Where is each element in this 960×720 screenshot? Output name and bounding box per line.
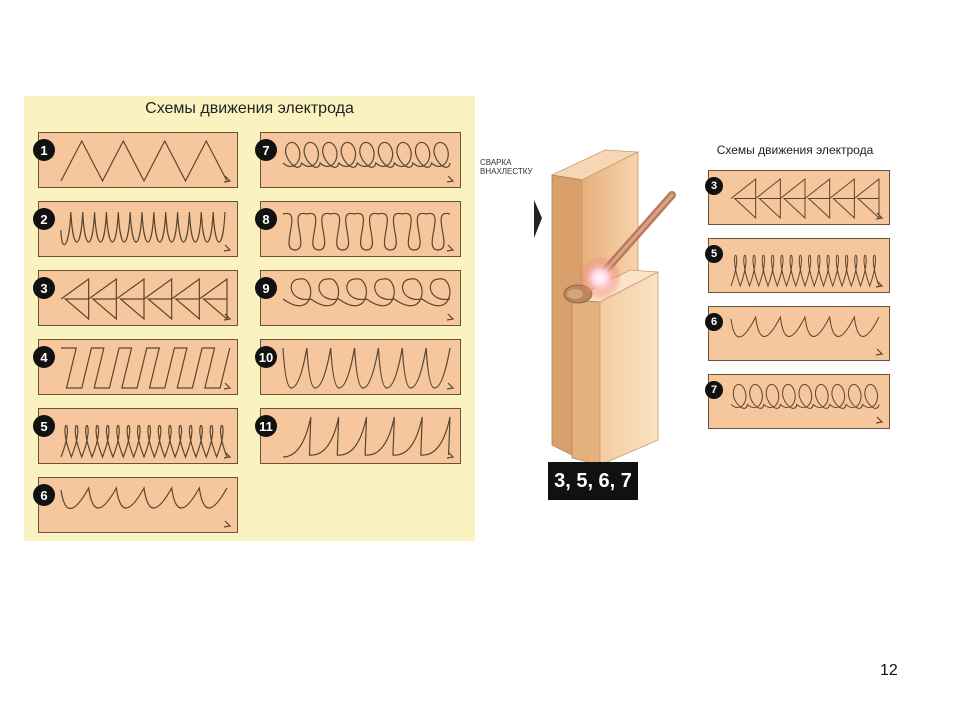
direction-arrow-icon xyxy=(446,244,455,252)
pattern-number-badge: 7 xyxy=(255,139,277,161)
electrode-trace xyxy=(730,384,880,409)
page-number: 12 xyxy=(880,662,898,679)
left-pattern-10: 10 xyxy=(255,339,461,395)
electrode-trace xyxy=(282,416,451,458)
overlap-label-line-2: ВНАХЛЕСТКУ xyxy=(480,167,533,176)
overlap-weld-illustration xyxy=(534,149,676,466)
electrode-trace xyxy=(282,212,451,251)
left-pattern-11: 11 xyxy=(255,408,461,464)
direction-arrow-icon xyxy=(223,313,232,321)
right-pattern-5: 5 xyxy=(705,238,890,293)
direction-arrow-icon xyxy=(446,451,455,459)
electrode-path-small-loops xyxy=(282,141,455,183)
right-pattern-6: 6 xyxy=(705,306,890,361)
electrode-trace xyxy=(60,277,228,321)
electrode-trace xyxy=(60,425,228,459)
direction-arrow-icon xyxy=(875,212,884,220)
recommended-patterns-caption: 3, 5, 6, 7 xyxy=(548,462,638,500)
pattern-number-badge: 6 xyxy=(705,313,723,331)
electrode-trace xyxy=(61,347,231,389)
right-pattern-7: 7 xyxy=(705,374,890,429)
pattern-number-badge: 5 xyxy=(33,415,55,437)
pattern-number-badge: 2 xyxy=(33,208,55,230)
right-panel-title: Схемы движения электрода xyxy=(716,143,874,157)
pattern-number-badge: 7 xyxy=(705,381,723,399)
electrode-path-triangles xyxy=(730,177,884,220)
left-pattern-6: 6 xyxy=(33,477,238,533)
direction-arrow-icon xyxy=(223,382,232,390)
pattern-number-badge: 5 xyxy=(705,245,723,263)
direction-arrow-icon xyxy=(875,280,884,288)
direction-arrow-icon xyxy=(223,520,232,528)
electrode-trace xyxy=(282,278,451,307)
direction-arrow-icon xyxy=(223,451,232,459)
pattern-number-badge: 6 xyxy=(33,484,55,506)
electrode-path-zigzag xyxy=(60,139,232,183)
left-pattern-4: 4 xyxy=(33,339,238,395)
electrode-path-dense-loops xyxy=(60,425,232,459)
electrode-trace xyxy=(60,211,226,246)
overlap-weld-label: СВАРКА ВНАХЛЕСТКУ xyxy=(480,158,550,176)
left-diagram-panel: Схемы движения электрода 1 2 3 4 5 6 7 8 9 10 11 xyxy=(24,96,475,541)
welding-arc-glow xyxy=(578,256,622,300)
left-pattern-7: 7 xyxy=(255,132,461,188)
direction-arrow-icon xyxy=(875,416,884,424)
electrode-path-figure-eight xyxy=(282,212,455,252)
pointer-arrow-icon xyxy=(534,200,542,238)
electrode-trace xyxy=(282,141,451,168)
right-diagram-panel: Схемы движения электрода 3 5 6 7 xyxy=(700,140,890,500)
electrode-trace xyxy=(60,486,228,509)
direction-arrow-icon xyxy=(446,175,455,183)
direction-arrow-icon xyxy=(446,382,455,390)
left-pattern-9: 9 xyxy=(255,270,461,326)
electrode-path-small-loops xyxy=(730,384,884,424)
left-pattern-8: 8 xyxy=(255,201,461,257)
pattern-number-badge: 4 xyxy=(33,346,55,368)
direction-arrow-icon xyxy=(446,313,455,321)
electrode-path-sawtooth xyxy=(282,347,455,390)
pattern-number-badge: 9 xyxy=(255,277,277,299)
left-pattern-5: 5 xyxy=(33,408,238,464)
right-pattern-3: 3 xyxy=(705,170,890,225)
electrode-trace xyxy=(730,255,880,288)
pattern-number-badge: 3 xyxy=(705,177,723,195)
left-panel-title: Схемы движения электрода xyxy=(145,100,354,117)
pattern-number-badge: 3 xyxy=(33,277,55,299)
electrode-path-dense-loops xyxy=(730,255,884,288)
direction-arrow-icon xyxy=(875,348,884,356)
electrode-path-tight-wave xyxy=(60,211,232,252)
left-pattern-3: 3 xyxy=(33,270,238,326)
overlap-label-line-1: СВАРКА xyxy=(480,158,512,167)
electrode-trace xyxy=(730,177,880,220)
electrode-path-crescent xyxy=(730,315,884,356)
electrode-path-large-loops xyxy=(282,278,455,321)
electrode-trace xyxy=(60,139,228,183)
pattern-number-badge: 8 xyxy=(255,208,277,230)
electrode-path-reverse-arc xyxy=(282,416,455,459)
electrode-path-trapezoid xyxy=(61,347,232,390)
direction-arrow-icon xyxy=(223,175,232,183)
pattern-number-badge: 1 xyxy=(33,139,55,161)
electrode-trace xyxy=(730,315,880,338)
left-pattern-2: 2 xyxy=(33,201,238,257)
pattern-number-badge: 11 xyxy=(255,415,277,437)
electrode-path-crescent xyxy=(60,486,232,528)
left-pattern-1: 1 xyxy=(33,132,238,188)
electrode-trace xyxy=(282,347,451,389)
pattern-number-badge: 10 xyxy=(255,346,277,368)
direction-arrow-icon xyxy=(223,244,232,252)
electrode-path-triangles xyxy=(60,277,232,321)
